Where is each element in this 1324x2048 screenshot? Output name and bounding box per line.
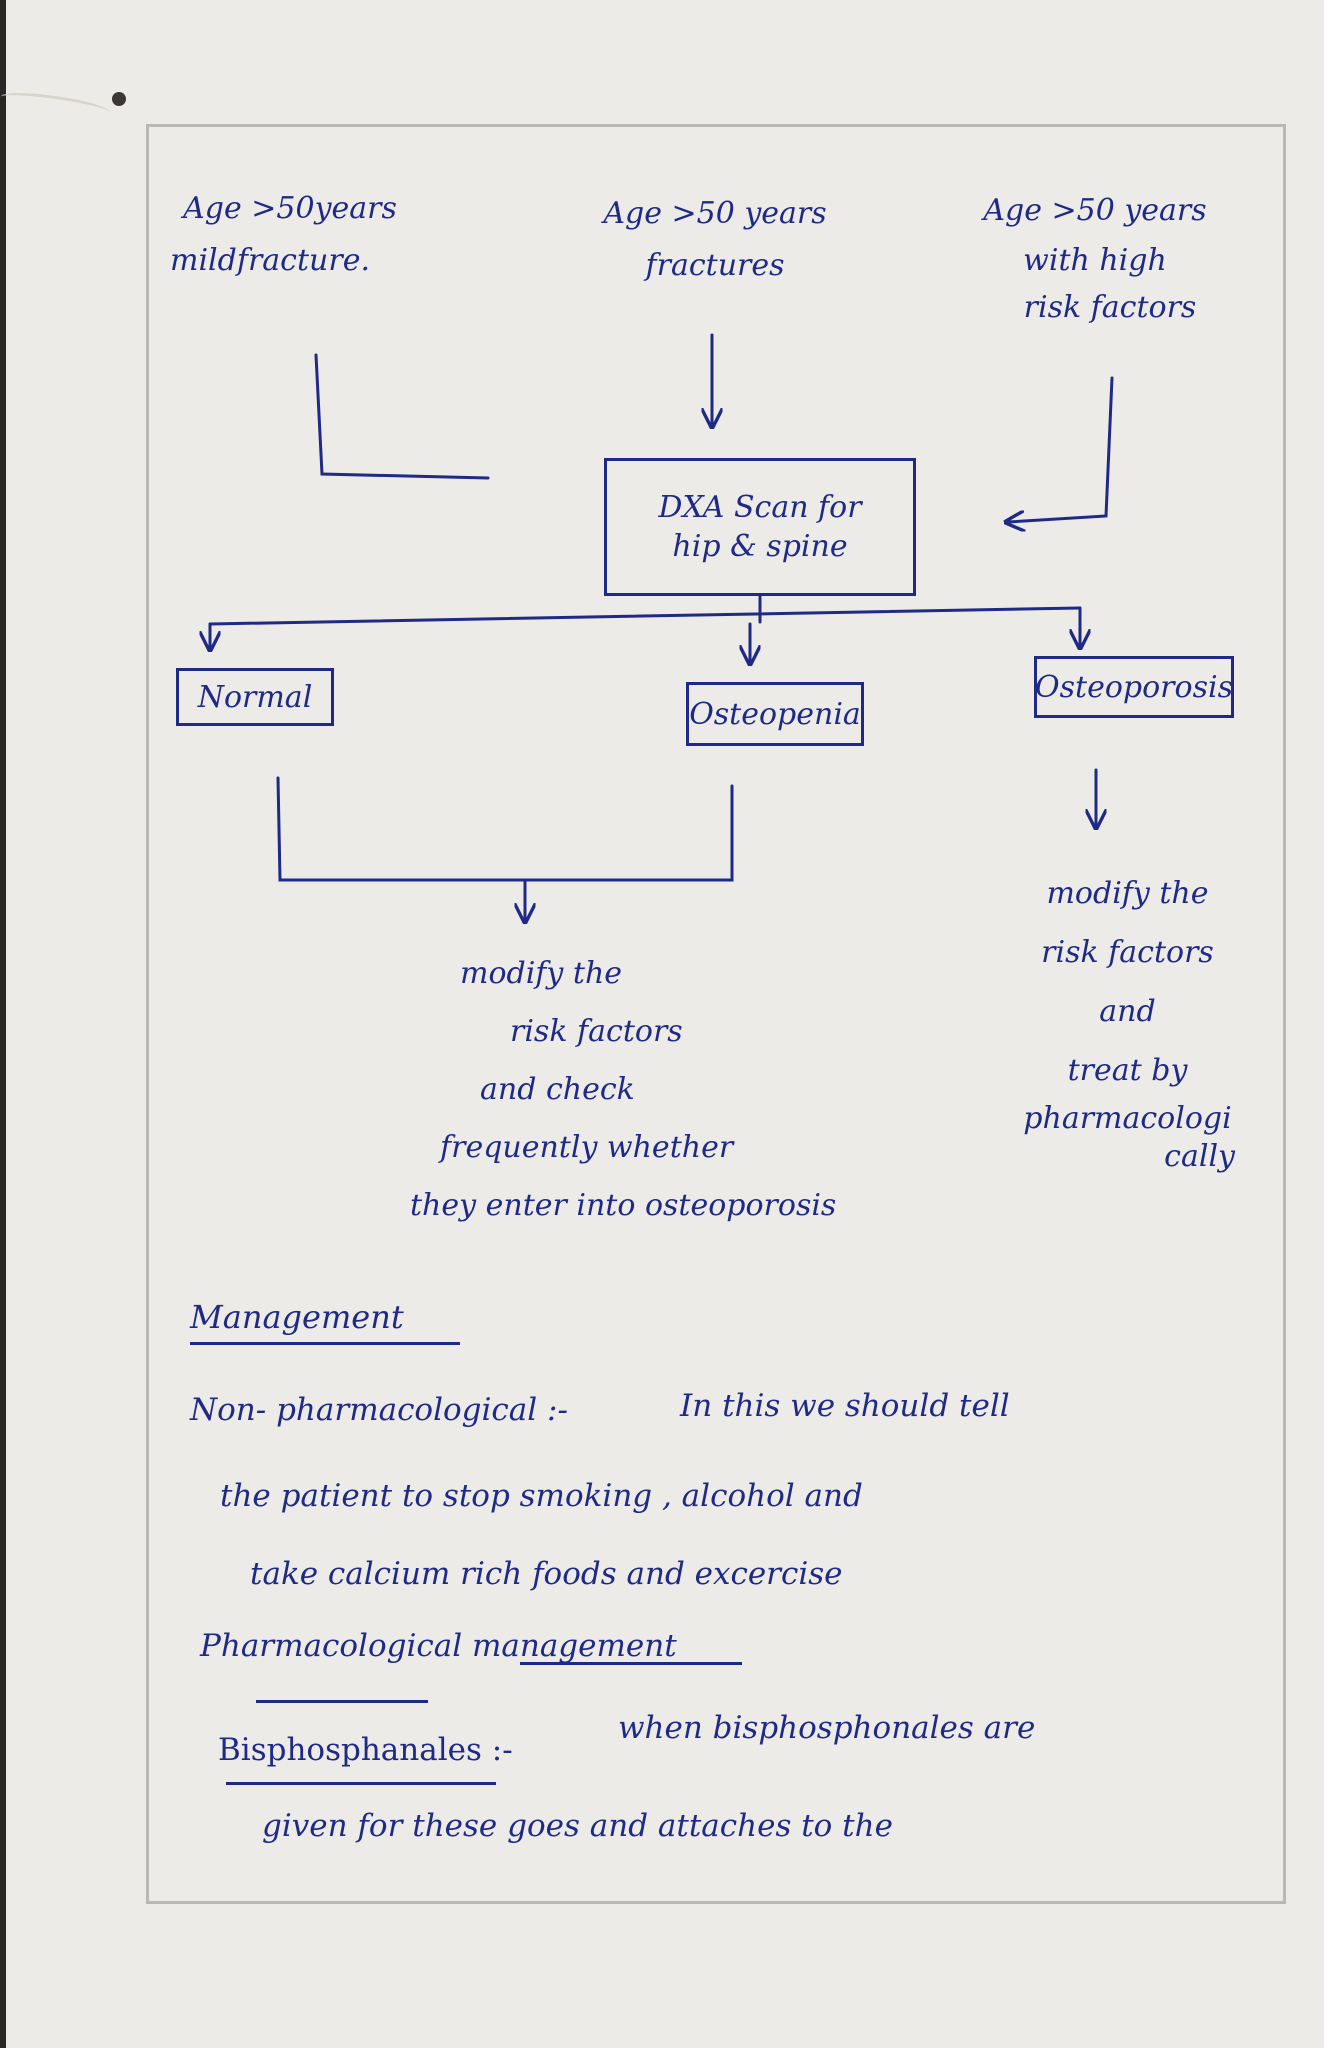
osteoporosis-label: Osteoporosis [1035, 669, 1233, 705]
bisphos-line2: given for these goes and attaches to the [262, 1808, 893, 1844]
input-left-line1: Age >50years [183, 191, 397, 226]
input-left: Age >50years mildfracture. [155, 190, 425, 279]
osteoporosis-action-line5: pharmacologi [1023, 1101, 1232, 1136]
combined-action-line5: they enter into osteoporosis [410, 1188, 837, 1223]
osteoporosis-action: modify the risk factors and treat by pha… [1020, 864, 1235, 1176]
input-left-line2: mildfracture. [170, 242, 370, 278]
binding-hole [112, 92, 126, 106]
bisphos-line1: when bisphosphonales are [618, 1710, 1036, 1746]
left-input-connector [314, 353, 490, 480]
combined-action: modify the risk factors and check freque… [410, 945, 910, 1235]
merge-connector [276, 776, 734, 882]
management-underline [190, 1342, 460, 1345]
normal-box: Normal [176, 668, 334, 726]
pharm-underline-right [520, 1662, 742, 1665]
osteoporosis-action-line4: treat by [1067, 1053, 1188, 1088]
non-pharm-line1: In this we should tell [680, 1388, 1010, 1424]
combined-action-line3: and check [480, 1072, 635, 1107]
osteopenia-box: Osteopenia [686, 682, 864, 746]
osteopenia-label: Osteopenia [689, 696, 861, 732]
dxa-scan-line1: DXA Scan for [658, 490, 862, 525]
page-margin-frame [146, 124, 1286, 1904]
dxa-scan-box: DXA Scan for hip & spine [604, 458, 916, 596]
input-right-line1: Age >50 years [983, 193, 1207, 228]
normal-label: Normal [197, 679, 313, 715]
combined-action-line4: frequently whether [440, 1130, 734, 1165]
osteoporosis-action-line1: modify the [1046, 876, 1209, 911]
bisphos-label: Bisphosphanales :- [218, 1732, 513, 1768]
management-heading: Management [190, 1298, 404, 1336]
input-middle-line1: Age >50 years [603, 196, 827, 231]
input-right-line3: risk factors [1023, 290, 1197, 325]
pharm-heading: Pharmacological management [200, 1628, 677, 1664]
osteoporosis-box: Osteoporosis [1034, 656, 1234, 718]
osteoporosis-action-line3: and [1099, 994, 1156, 1029]
branch-horizontal [208, 606, 1082, 626]
osteoporosis-action-line6: cally [1164, 1139, 1235, 1174]
bisphos-underline [226, 1782, 496, 1785]
dxa-scan-line2: hip & spine [672, 529, 848, 564]
non-pharm-line2: the patient to stop smoking , alcohol an… [220, 1478, 863, 1514]
notebook-page [6, 0, 1324, 2048]
input-right: Age >50 years with high risk factors [960, 192, 1230, 327]
input-middle: Age >50 years fractures [590, 195, 840, 284]
non-pharm-line3: take calcium rich foods and excercise [250, 1556, 843, 1592]
pharm-underline-left [256, 1700, 428, 1703]
osteoporosis-action-line2: risk factors [1041, 935, 1214, 970]
combined-action-line2: risk factors [510, 1014, 683, 1049]
input-right-line2: with high [1023, 242, 1167, 278]
non-pharm-label: Non- pharmacological :- [190, 1392, 568, 1428]
input-middle-line2: fractures [645, 247, 785, 283]
right-input-connector [1008, 376, 1114, 522]
combined-action-line1: modify the [460, 956, 623, 991]
